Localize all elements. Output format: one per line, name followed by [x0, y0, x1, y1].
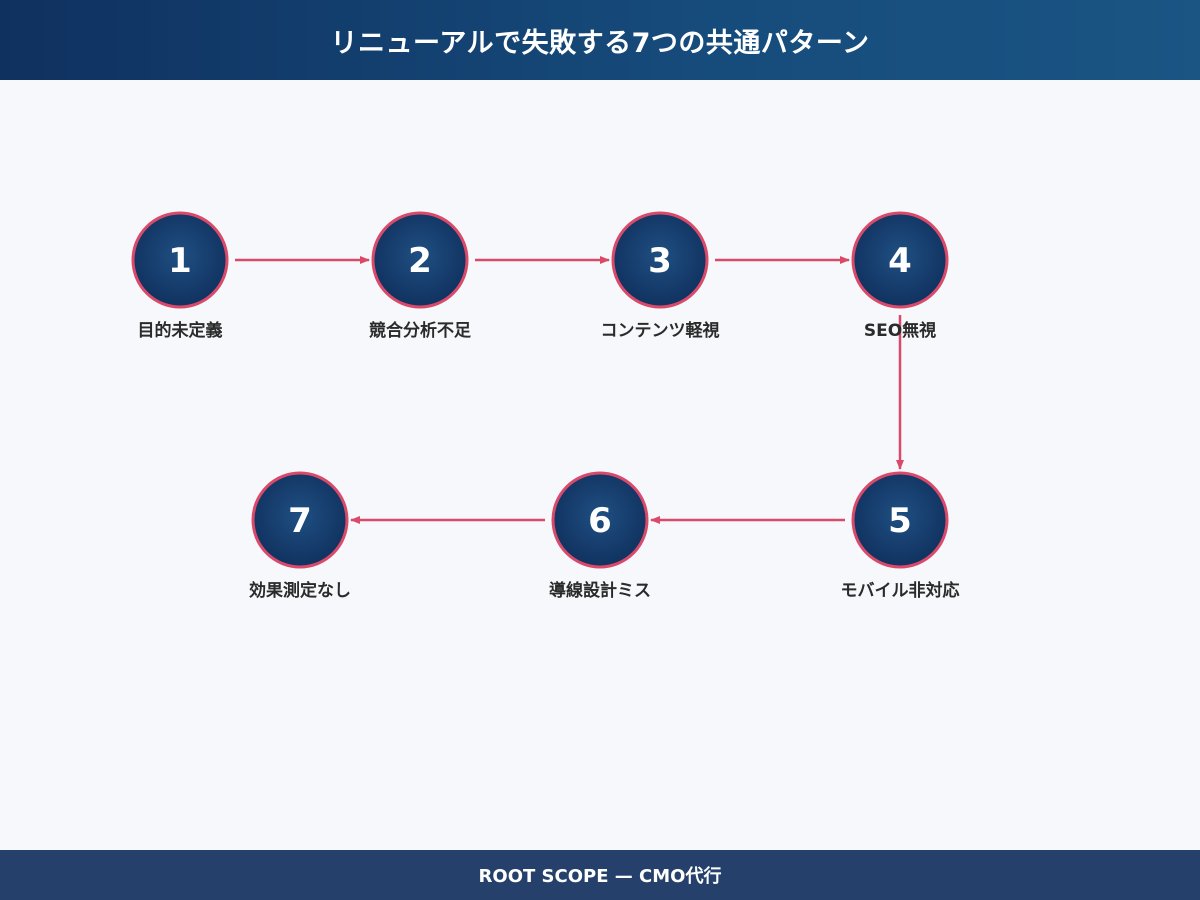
step-label: SEO無視: [864, 320, 936, 341]
step-number: 6: [588, 501, 612, 541]
step-circle: [251, 471, 349, 569]
step-label: モバイル非対応: [841, 580, 960, 601]
flow-step-7: 7 効果測定なし: [249, 471, 351, 601]
step-number: 7: [288, 501, 312, 541]
footer-bar: ROOT SCOPE — CMO代行: [0, 850, 1200, 900]
step-circle: [371, 211, 469, 309]
footer-brand: ROOT SCOPE — CMO代行: [478, 866, 722, 887]
step-number: 2: [408, 241, 432, 281]
step-label: コンテンツ軽視: [601, 320, 720, 341]
step-number: 3: [648, 241, 672, 281]
step-label: 効果測定なし: [249, 580, 351, 601]
step-number: 1: [168, 241, 192, 281]
step-number: 4: [888, 241, 912, 281]
header-bar: リニューアルで失敗する7つの共通パターン: [0, 0, 1200, 80]
step-label: 導線設計ミス: [549, 580, 651, 601]
flow-step-2: 2 競合分析不足: [369, 211, 471, 341]
step-circle: [131, 211, 229, 309]
flow-step-1: 1 目的未定義: [131, 211, 229, 341]
step-circle: [851, 471, 949, 569]
page-title: リニューアルで失敗する7つの共通パターン: [330, 27, 870, 59]
flow-step-6: 6 導線設計ミス: [549, 471, 651, 601]
step-circle: [551, 471, 649, 569]
step-label: 目的未定義: [138, 320, 223, 341]
flow-arrows: [235, 256, 904, 524]
step-circle: [851, 211, 949, 309]
flow-step-5: 5 モバイル非対応: [841, 471, 960, 601]
step-circle: [611, 211, 709, 309]
step-label: 競合分析不足: [369, 320, 471, 341]
flow-step-3: 3 コンテンツ軽視: [601, 211, 720, 341]
step-number: 5: [888, 501, 912, 541]
